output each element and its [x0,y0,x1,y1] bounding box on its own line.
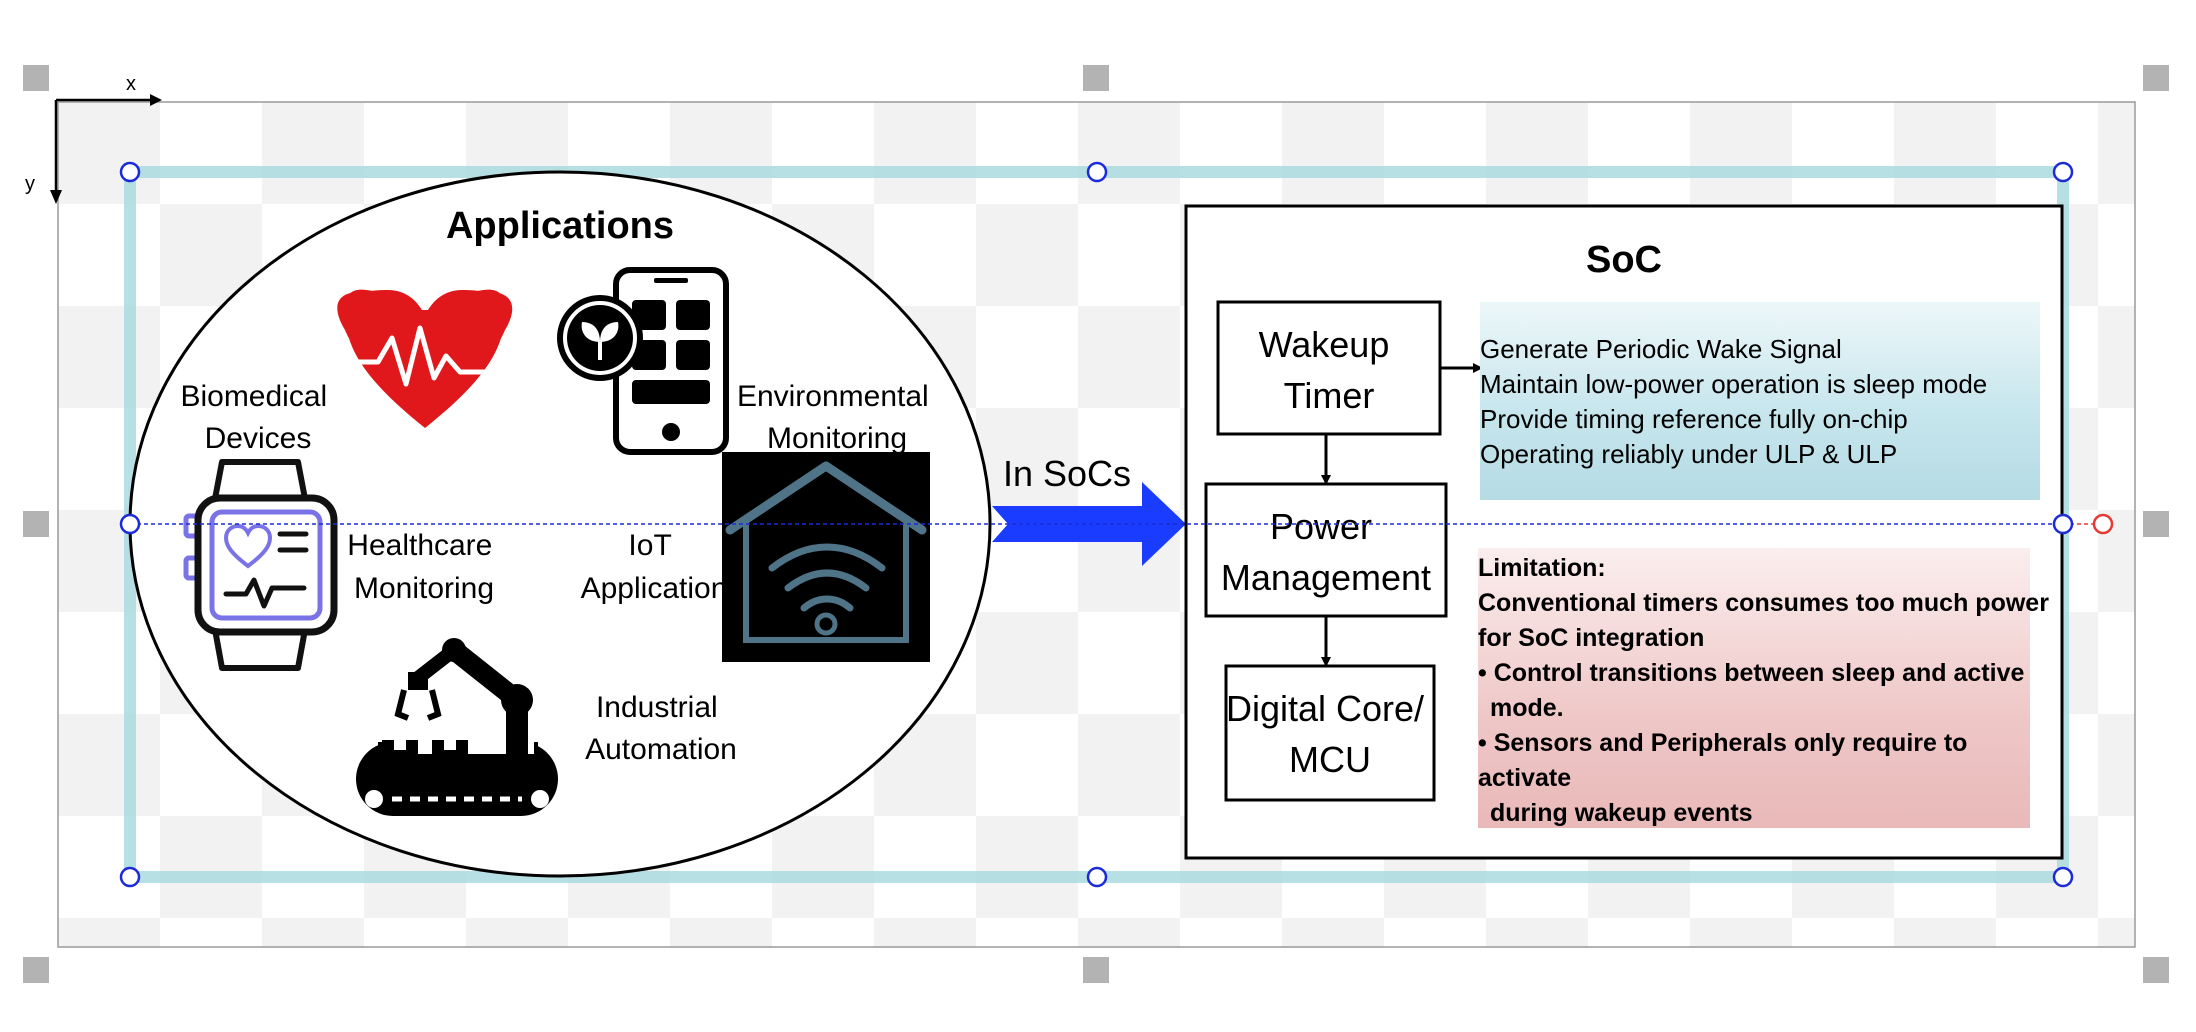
label-biomedical: Biomedical Devices [180,380,335,455]
canvas-handle-top-left[interactable] [23,65,49,91]
smartwatch-icon [183,459,338,671]
power-management-block: Power Management [1204,482,1448,618]
axis-indicator: x y [25,73,162,204]
canvas-resize-handles[interactable] [23,65,2169,983]
soc-title: SoC [1586,239,1662,281]
wakeup-timer-block: Wakeup Timer [1216,300,1442,436]
resize-handle-bottom[interactable] [1086,866,1108,888]
selection-handles[interactable] [119,161,2074,888]
label-industrial: Industrial Automation [585,691,737,766]
svg-text:Wakeup Timer: Wakeup Timer [1259,324,1400,416]
label-iot: IoT Application [581,529,728,605]
svg-text:Power Management: Power Management [1221,506,1431,598]
axis-y-label: y [25,173,35,195]
in-socs-label: In SoCs [1003,453,1131,494]
resize-handle-right[interactable] [2052,513,2074,535]
features-box: Generate Periodic Wake Signal Maintain l… [1480,302,2040,500]
canvas-handle-left[interactable] [23,511,49,537]
resize-handle-top-right[interactable] [2052,161,2074,183]
canvas-handle-bottom[interactable] [1083,957,1109,983]
canvas-handle-top[interactable] [1083,65,1109,91]
svg-text:Digital Core/ MCU: Digital Core/ MCU [1226,688,1434,780]
label-environmental: Environmental Monitoring [737,380,937,455]
resize-handle-top[interactable] [1086,161,1108,183]
applications-title: Applications [446,205,674,247]
resize-handle-left[interactable] [119,513,141,535]
svg-text:Generate Periodic Wake Signal: Generate Periodic Wake Signal Maintain l… [1480,334,1995,469]
robot-arm-conveyor-icon [356,638,558,816]
canvas-handle-bottom-left[interactable] [23,957,49,983]
smartphone-plant-icon [557,267,729,455]
digital-core-block: Digital Core/ MCU [1224,664,1436,802]
heart-pulse-icon [337,289,513,428]
resize-handle-top-left[interactable] [119,161,141,183]
svg-text:Limitation: Conventional: Limitation: Conventional timers consumes… [1478,554,2056,827]
resize-handle-bottom-left[interactable] [119,866,141,888]
smart-home-wifi-icon [722,452,930,662]
canvas-handle-top-right[interactable] [2143,65,2169,91]
label-healthcare: Healthcare Monitoring [347,529,500,605]
limitation-box: Limitation: Conventional timers consumes… [1478,548,2056,828]
rotate-handle[interactable] [2092,513,2114,535]
canvas-handle-bottom-right[interactable] [2143,957,2169,983]
axis-x-label: x [126,73,136,95]
canvas-handle-right[interactable] [2143,511,2169,537]
resize-handle-bottom-right[interactable] [2052,866,2074,888]
